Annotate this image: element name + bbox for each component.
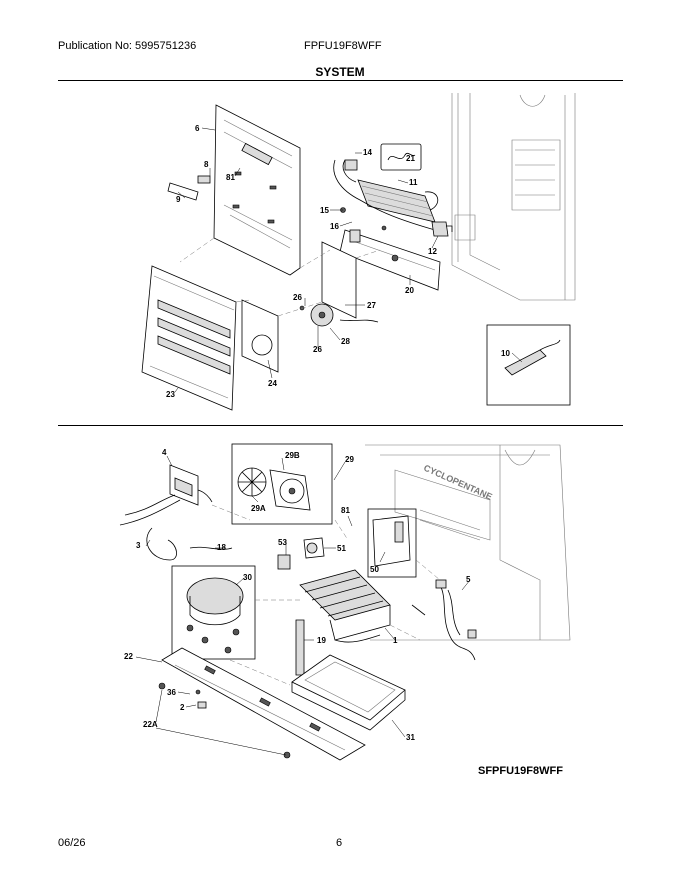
base-plate-22 xyxy=(158,647,366,761)
condenser-fan-29 xyxy=(231,443,333,525)
callout: 6 xyxy=(195,124,200,133)
callout: 31 xyxy=(406,733,415,742)
section-title: SYSTEM xyxy=(315,65,365,79)
leader-lines xyxy=(135,127,523,756)
callout: 11 xyxy=(409,178,418,187)
callout: 50 xyxy=(370,565,379,574)
model-number: FPFU19F8WFF xyxy=(304,40,382,52)
callout: 36 xyxy=(167,688,176,697)
condenser-1 xyxy=(299,569,391,643)
freezer-liner xyxy=(451,93,576,301)
callout: 21 xyxy=(406,154,415,163)
tubing-3-18 xyxy=(146,527,233,561)
callout: 81 xyxy=(226,173,235,182)
fan-assembly-27-28 xyxy=(299,241,379,327)
callout: 29A xyxy=(251,504,266,513)
callout: 16 xyxy=(330,222,339,231)
control-bracket-4 xyxy=(119,464,213,526)
callout: 9 xyxy=(176,195,181,204)
publication-number: Publication No: 5995751236 xyxy=(58,40,197,52)
evaporator-cover-6 xyxy=(213,104,301,276)
callout: 29B xyxy=(285,451,300,460)
callout: 12 xyxy=(428,247,437,256)
drain-tube-19 xyxy=(295,619,305,676)
callout: 29 xyxy=(345,455,354,464)
control-board-50 xyxy=(367,508,417,578)
callout: 81 xyxy=(341,506,350,515)
callout: 30 xyxy=(243,573,252,582)
air-panel-23 xyxy=(141,265,237,411)
callout: 4 xyxy=(162,448,167,457)
page-number: 6 xyxy=(336,837,343,849)
wire-harness-21 xyxy=(380,143,422,171)
drain-trough-20 xyxy=(339,229,441,291)
callout: 18 xyxy=(217,543,226,552)
callout: 2 xyxy=(180,703,185,712)
callout: 1 xyxy=(393,636,398,645)
callout: 23 xyxy=(166,390,175,399)
compressor-30 xyxy=(171,565,256,660)
callout: 5 xyxy=(466,575,471,584)
defrost-heater-12 xyxy=(431,221,453,237)
fan-housing-24 xyxy=(241,299,279,373)
callout: 19 xyxy=(317,636,326,645)
footer-date: 06/26 xyxy=(58,837,86,849)
callout: 20 xyxy=(405,286,414,295)
section-divider xyxy=(58,425,623,426)
inset-part-10 xyxy=(486,324,571,406)
callout: 53 xyxy=(278,538,287,547)
callout: 14 xyxy=(363,148,372,157)
callout: 8 xyxy=(204,160,209,169)
callout: 15 xyxy=(320,206,329,215)
light-cover-9 xyxy=(167,175,211,201)
callout: 51 xyxy=(337,544,346,553)
wire-harness-5 xyxy=(411,579,477,661)
callout: 22 xyxy=(124,652,133,661)
header-rule xyxy=(58,80,623,81)
callout: 26 xyxy=(293,293,302,302)
callout: 27 xyxy=(367,301,376,310)
callout: 24 xyxy=(268,379,277,388)
cabinet-back xyxy=(365,444,571,641)
callout: 28 xyxy=(341,337,350,346)
callout: 10 xyxy=(501,349,510,358)
fan-motor-51 xyxy=(277,537,325,570)
evaporator-11 xyxy=(333,159,439,231)
drain-pan-31 xyxy=(291,654,406,731)
callout: 3 xyxy=(136,541,141,550)
callout: 26 xyxy=(313,345,322,354)
diagram-model-label: SFPFU19F8WFF xyxy=(478,765,563,777)
callout: 22A xyxy=(143,720,158,729)
